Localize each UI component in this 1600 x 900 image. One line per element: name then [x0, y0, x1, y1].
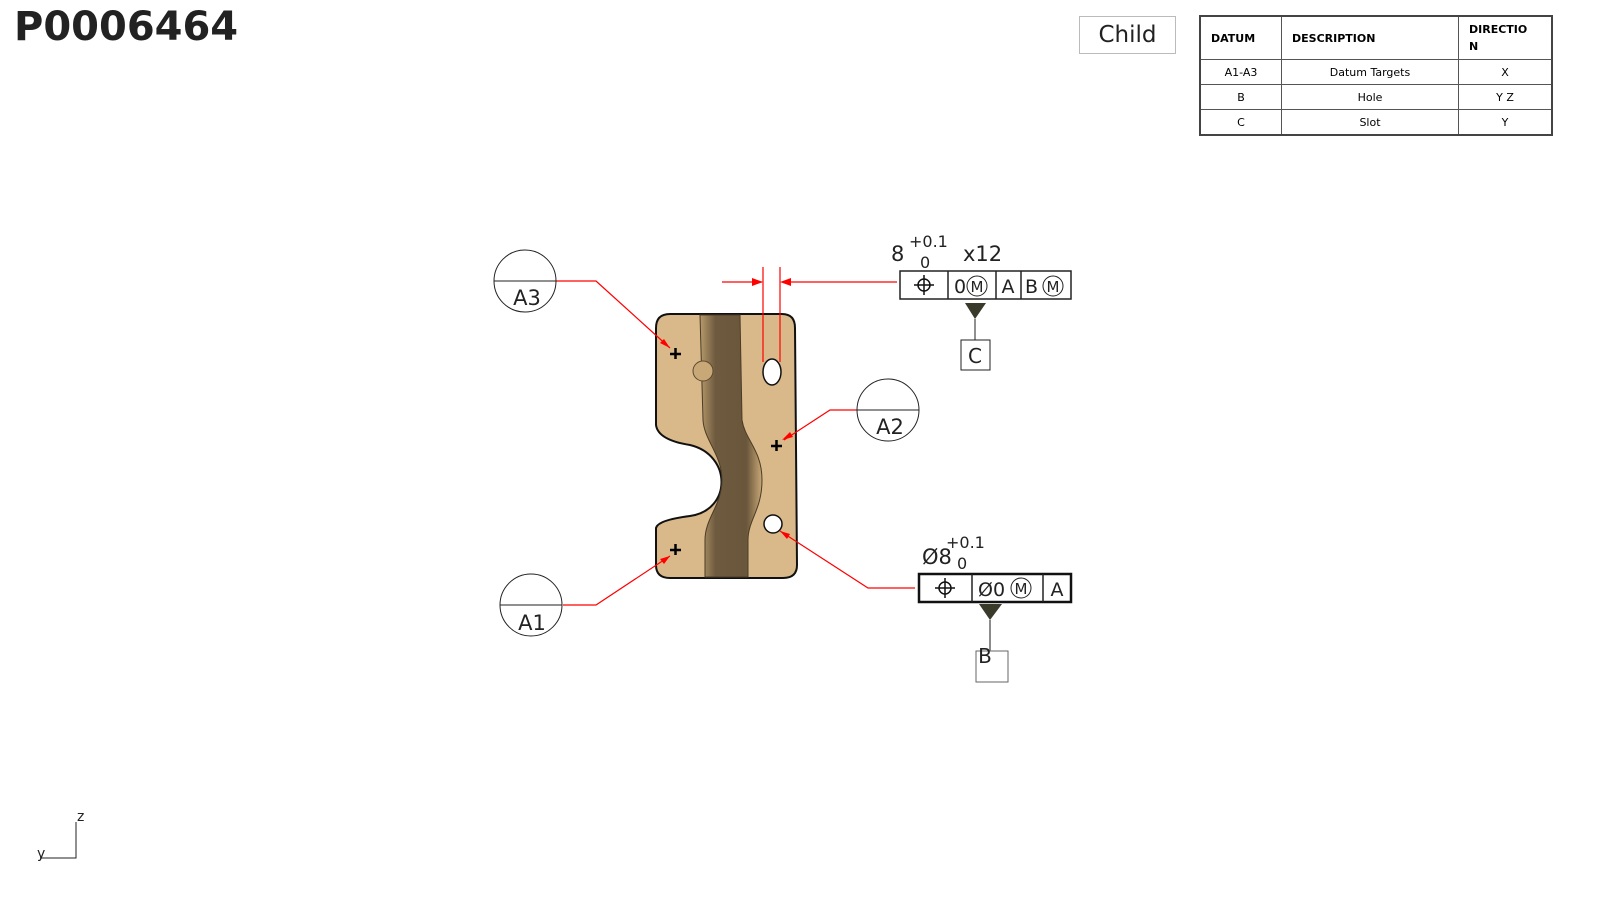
hole-size: Ø8 [922, 545, 952, 569]
hole-datum-a: A [1051, 579, 1064, 601]
datum-triangle [965, 303, 986, 319]
datum-triangle [979, 604, 1002, 620]
cell: Y Z [1458, 84, 1553, 110]
datum-target-a3[interactable]: A3 [493, 249, 557, 313]
table-row: B Hole Y Z [1199, 84, 1553, 110]
slot-datum-a: A [1002, 276, 1015, 298]
datum-target-a2[interactable]: A2 [856, 378, 920, 442]
cell: C [1199, 109, 1282, 136]
target-label-a2: A2 [876, 415, 904, 439]
hole-tolerance: Ø0 [978, 579, 1005, 601]
target-cross-a1 [670, 544, 681, 555]
child-button[interactable]: Child [1079, 16, 1176, 54]
datum-target-a1[interactable]: A1 [499, 573, 563, 637]
cell: X [1458, 59, 1553, 85]
position-icon [914, 275, 934, 295]
leader-lines [556, 267, 915, 606]
mmc-modifier-b: M [1047, 278, 1060, 296]
part-number-title: P0006464 [14, 4, 239, 50]
table-row: C Slot Y [1199, 109, 1553, 136]
fcf-slot[interactable]: 8 +0.1 0 x12 0 M A B M C [891, 232, 1072, 371]
slot-tol-lower: 0 [920, 253, 930, 272]
slot-datum-b: B [1025, 276, 1038, 298]
mmc-modifier: M [1015, 580, 1028, 598]
datum-table: DATUM DESCRIPTION DIRECTIO N A1-A3 Datum… [1199, 15, 1553, 136]
target-label-a3: A3 [513, 286, 541, 310]
slot-tolerance: 0 [954, 276, 966, 298]
cell: B [1199, 84, 1282, 110]
slot-size: 8 [891, 242, 904, 266]
target-label-a1: A1 [518, 611, 546, 635]
hole-feature [763, 514, 783, 534]
target-cross-a3 [670, 348, 681, 359]
cell: Hole [1281, 84, 1459, 110]
axis-z-label: z [77, 809, 84, 825]
hole-tol-lower: 0 [957, 554, 967, 573]
axis-triad: z y [37, 809, 84, 862]
axis-y-label: y [37, 846, 45, 862]
cell: Datum Targets [1281, 59, 1459, 85]
slot-tol-upper: +0.1 [909, 232, 948, 251]
datum-label-c: C [968, 344, 982, 368]
slot-count: x12 [963, 242, 1002, 266]
header-description: DESCRIPTION [1281, 15, 1459, 60]
position-icon [935, 578, 955, 598]
part-model[interactable] [655, 313, 799, 579]
mmc-modifier: M [971, 278, 984, 296]
table-row: A1-A3 Datum Targets X [1199, 59, 1553, 85]
target-cross-a2 [771, 440, 782, 451]
cell: Slot [1281, 109, 1459, 136]
cell: Y [1458, 109, 1553, 136]
slot-feature [762, 358, 782, 386]
datum-label-b: B [978, 644, 992, 668]
fcf-hole[interactable]: Ø8 +0.1 0 Ø0 M A B [917, 533, 1073, 683]
hole-tol-upper: +0.1 [946, 533, 985, 552]
